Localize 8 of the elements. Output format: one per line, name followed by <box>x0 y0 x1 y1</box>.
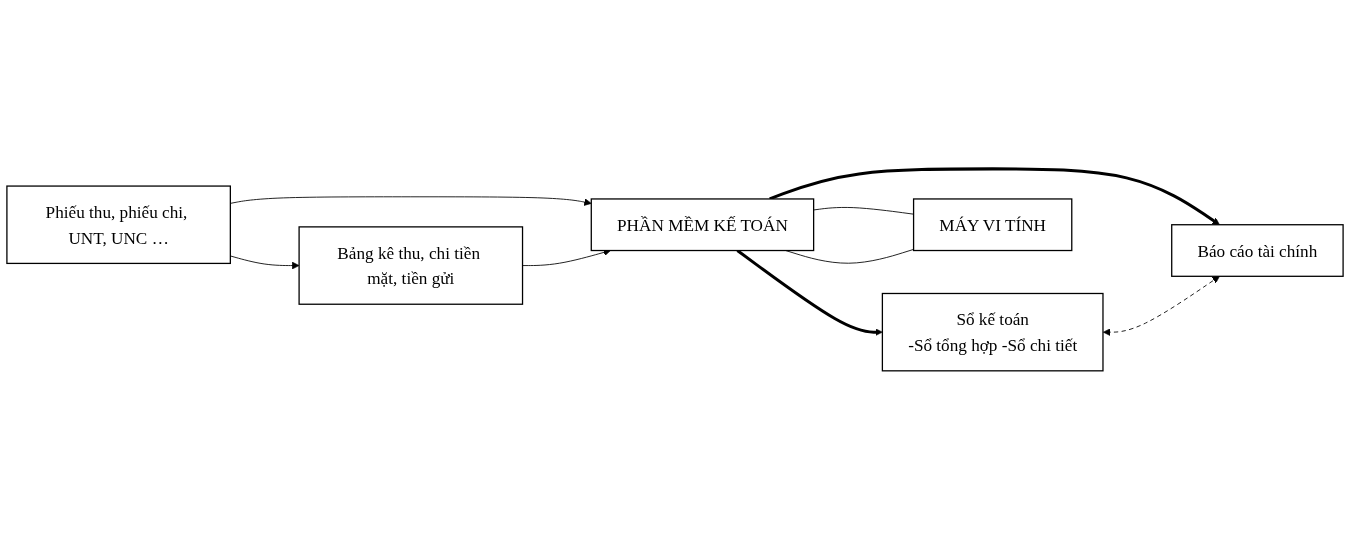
arrow <box>769 167 1220 225</box>
node-box: MÁY VI TÍNH <box>912 197 1073 251</box>
node-box: Phiếu thu, phiếu chi, UNT, UNC … <box>6 185 231 264</box>
connector <box>813 206 914 215</box>
node-box: PHẦN MỀM KẾ TOÁN <box>590 197 815 251</box>
node-box: Bảng kê thu, chi tiền mặt, tiền gửi <box>298 225 524 305</box>
node-box: Báo cáo tài chính <box>1171 223 1344 277</box>
node-box: Sổ kế toán -Sổ tổng hợp -Sổ chi tiết <box>881 292 1104 372</box>
